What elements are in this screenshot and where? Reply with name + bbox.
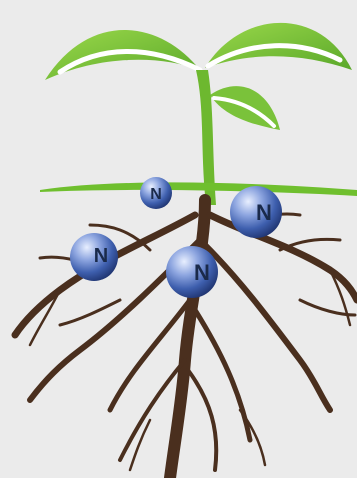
nitrogen-atom-1: N (140, 177, 172, 209)
nitrogen-atom-4: N (166, 246, 218, 298)
right-leaf (205, 23, 352, 70)
ground-line (40, 182, 357, 196)
nitrogen-label: N (194, 260, 210, 285)
nitrogen-atom-2: N (230, 186, 282, 238)
left-leaf (45, 30, 200, 80)
nitrogen-label: N (256, 200, 272, 225)
small-leaf (210, 86, 280, 130)
nitrogen-label: N (94, 245, 108, 267)
nitrogen-atom-3: N (70, 233, 118, 281)
roots (15, 200, 357, 478)
nitrogen-label: N (150, 186, 162, 203)
